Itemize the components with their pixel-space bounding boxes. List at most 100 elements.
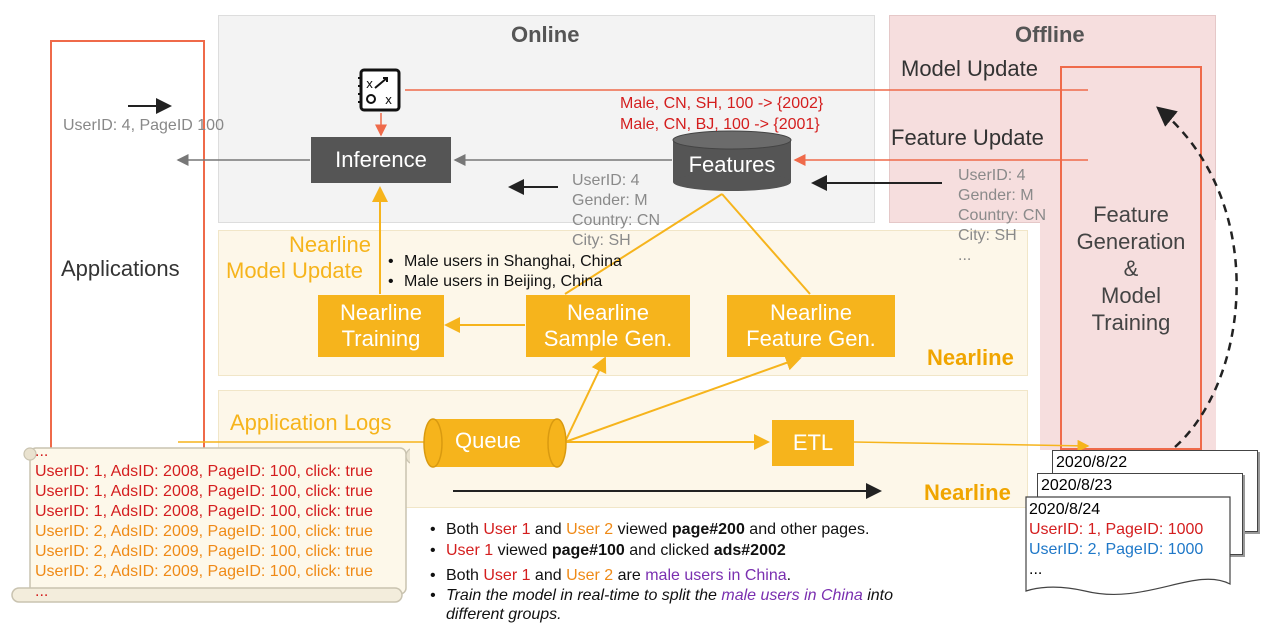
training-loop-curve [1156, 106, 1238, 448]
log-head: ... [35, 443, 49, 460]
note-text: Both [446, 567, 484, 584]
doc3-row: UserID: 1, PageID: 1000 [1029, 521, 1204, 538]
log-tail: ... [35, 583, 49, 600]
log-row: UserID: 2, AdsID: 2009, PageID: 100, cli… [35, 523, 373, 540]
note-text: User 2 [566, 521, 614, 538]
note-text: page#200 [671, 521, 745, 538]
queue-to-sample-line [564, 356, 607, 443]
note-text: and [530, 521, 567, 538]
nearline-training-box: Nearline Training [318, 295, 444, 357]
online-header: Online [511, 22, 580, 47]
fg-line: Generation [1076, 229, 1186, 254]
note-3: Both User 1 and User 2 are male users in… [426, 565, 893, 586]
inference-box: Inference [311, 137, 451, 183]
online-user-line: Gender: M [572, 192, 648, 209]
fg-line: Model [1101, 283, 1161, 308]
inference-label: Inference [335, 147, 427, 172]
notes-list: Both User 1 and User 2 viewed page#200 a… [426, 519, 893, 624]
featuregen-to-features-line [721, 193, 811, 295]
offline-column [1040, 220, 1216, 450]
note-text: User 1 [446, 542, 494, 559]
log-rows: UserID: 1, AdsID: 2008, PageID: 100, cli… [35, 462, 373, 582]
features-database: Features [672, 130, 792, 192]
doc1-date: 2020/8/22 [1056, 454, 1128, 471]
box-line: Nearline [340, 300, 422, 325]
log-row: UserID: 2, AdsID: 2009, PageID: 100, cli… [35, 563, 373, 580]
doc2-date: 2020/8/23 [1041, 477, 1113, 494]
offline-user-info: UserID: 4 Gender: M Country: CN City: SH… [958, 166, 1046, 266]
fg-line: Training [1091, 310, 1171, 335]
nearline-feature-gen-box: Nearline Feature Gen. [727, 295, 895, 357]
feature-lookup-1: Male, CN, SH, 100 -> {2002} [620, 95, 824, 112]
offline-user-line: ... [958, 247, 972, 264]
note-text: ads#2002 [713, 542, 786, 559]
nearline-groups-list: Male users in Shanghai, China Male users… [384, 252, 622, 292]
queue-label: Queue [454, 428, 522, 453]
log-lines: ... UserID: 1, AdsID: 2008, PageID: 100,… [35, 442, 373, 602]
note-text: into [862, 587, 894, 604]
note-4: Train the model in real-time to split th… [426, 586, 893, 624]
feature-lookup-2: Male, CN, BJ, 100 -> {2001} [620, 116, 820, 133]
note-text: User 1 [483, 567, 531, 584]
offline-user-line: Country: CN [958, 207, 1047, 224]
request-text: UserID: 4, PageID 100 [63, 117, 224, 134]
application-logs-label: Application Logs [230, 410, 392, 435]
note-2: User 1 viewed page#100 and clicked ads#2… [426, 540, 893, 561]
nearline-group-item: Male users in Shanghai, China [384, 252, 622, 272]
box-line: Feature Gen. [746, 326, 876, 351]
nearline-upper-label: Nearline [927, 345, 1014, 370]
log-row: UserID: 1, AdsID: 2008, PageID: 100, cli… [35, 503, 373, 520]
nearline-model-update-line2: Model Update [226, 258, 363, 283]
box-line: Nearline [770, 300, 852, 325]
log-row: UserID: 2, AdsID: 2009, PageID: 100, cli… [35, 543, 373, 560]
nearline-group-item: Male users in Beijing, China [384, 272, 622, 292]
note-text: User 2 [566, 567, 614, 584]
strategy-board-icon: x x [357, 66, 403, 114]
model-update-label: Model Update [901, 56, 1038, 81]
applications-box [50, 40, 205, 460]
note-1: Both User 1 and User 2 viewed page#200 a… [426, 519, 893, 540]
nearline-model-update-line1: Nearline [289, 232, 371, 257]
log-row: UserID: 1, AdsID: 2008, PageID: 100, cli… [35, 463, 373, 480]
svg-text:x: x [366, 77, 373, 91]
svg-text:x: x [385, 93, 392, 107]
etl-to-docs-line [853, 439, 1090, 452]
etl-box: ETL [772, 420, 854, 466]
online-user-line: Country: CN [572, 212, 661, 229]
offline-user-line: City: SH [958, 227, 1017, 244]
offline-training-box [1060, 66, 1202, 450]
box-line: Nearline [567, 300, 649, 325]
note-text: and clicked [624, 542, 714, 559]
box-line: Training [341, 326, 421, 351]
note-text: and other pages. [744, 521, 870, 538]
nearline-sample-gen-box: Nearline Sample Gen. [526, 295, 690, 357]
feature-update-label: Feature Update [891, 125, 1044, 150]
doc3-date: 2020/8/24 [1029, 501, 1101, 518]
doc-2020-8-24 [1025, 496, 1231, 598]
note-text: viewed [613, 521, 672, 538]
doc3-row: UserID: 2, PageID: 1000 [1029, 541, 1204, 558]
log-scroll [10, 446, 410, 606]
note-text: different groups. [446, 606, 562, 623]
feature-generation-label: Feature Generation & Model Training [1062, 201, 1200, 336]
note-text: viewed [493, 542, 552, 559]
queue-box: Queue [423, 418, 567, 468]
note-text: male users in China [645, 567, 787, 584]
fg-line: & [1123, 256, 1139, 281]
note-text: Both [446, 521, 484, 538]
doc3-tail: ... [1029, 561, 1043, 578]
features-label: Features [688, 152, 776, 177]
note-text: page#100 [551, 542, 625, 559]
note-text: and [530, 567, 567, 584]
offline-user-line: UserID: 4 [958, 167, 1026, 184]
offline-header: Offline [1015, 22, 1085, 47]
note-text: . [786, 567, 792, 584]
online-user-line: UserID: 4 [572, 172, 640, 189]
note-text: male users in China [721, 587, 863, 604]
applications-label: Applications [61, 256, 180, 281]
etl-label: ETL [792, 430, 834, 455]
queue-to-featuregen-line [564, 355, 802, 443]
